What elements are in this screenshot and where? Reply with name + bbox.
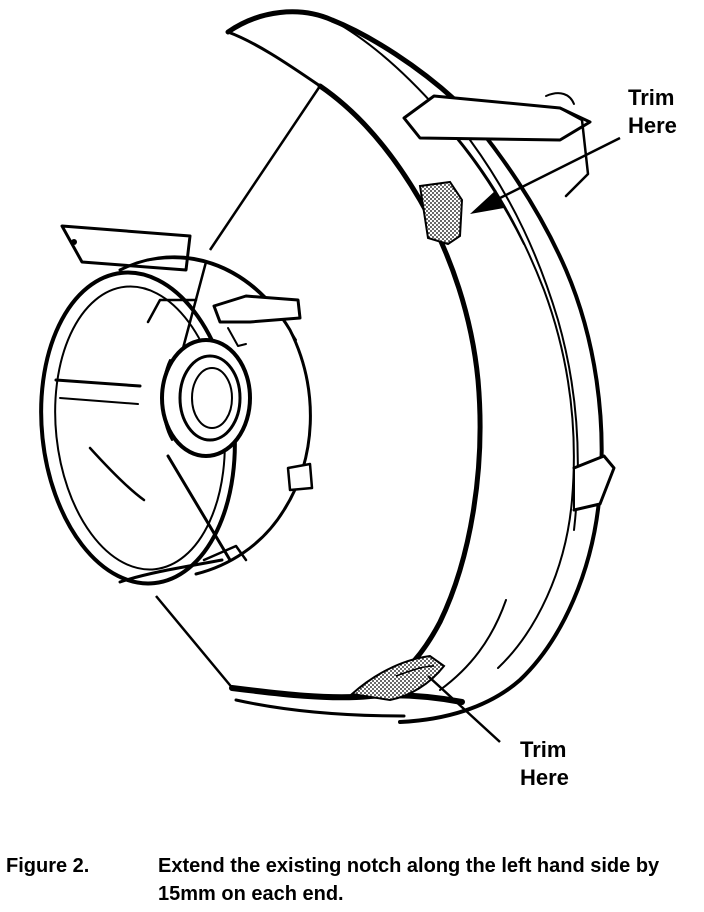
callout-top-line1: Trim — [628, 85, 675, 110]
trim-leader-top — [470, 136, 621, 214]
callout-top-line2: Here — [628, 113, 677, 138]
figure-caption: Figure 2. Extend the existing notch alon… — [6, 852, 696, 910]
shroud-ring — [225, 9, 616, 724]
trim-here-label-bottom: Trim Here — [520, 736, 569, 792]
callout-bottom-line2: Here — [520, 765, 569, 790]
fan-shroud-illustration — [39, 9, 621, 743]
trim-area-bottom — [349, 654, 446, 702]
trim-area-top — [418, 180, 464, 246]
figure-caption-text: Extend the existing notch along the left… — [158, 855, 660, 905]
fan-housing — [39, 224, 314, 586]
explode-lines — [155, 85, 322, 691]
trim-here-label-top: Trim Here — [628, 84, 677, 140]
figure-label: Figure 2. — [6, 855, 90, 877]
callout-bottom-line1: Trim — [520, 737, 567, 762]
trim-leader-bottom — [427, 675, 501, 743]
